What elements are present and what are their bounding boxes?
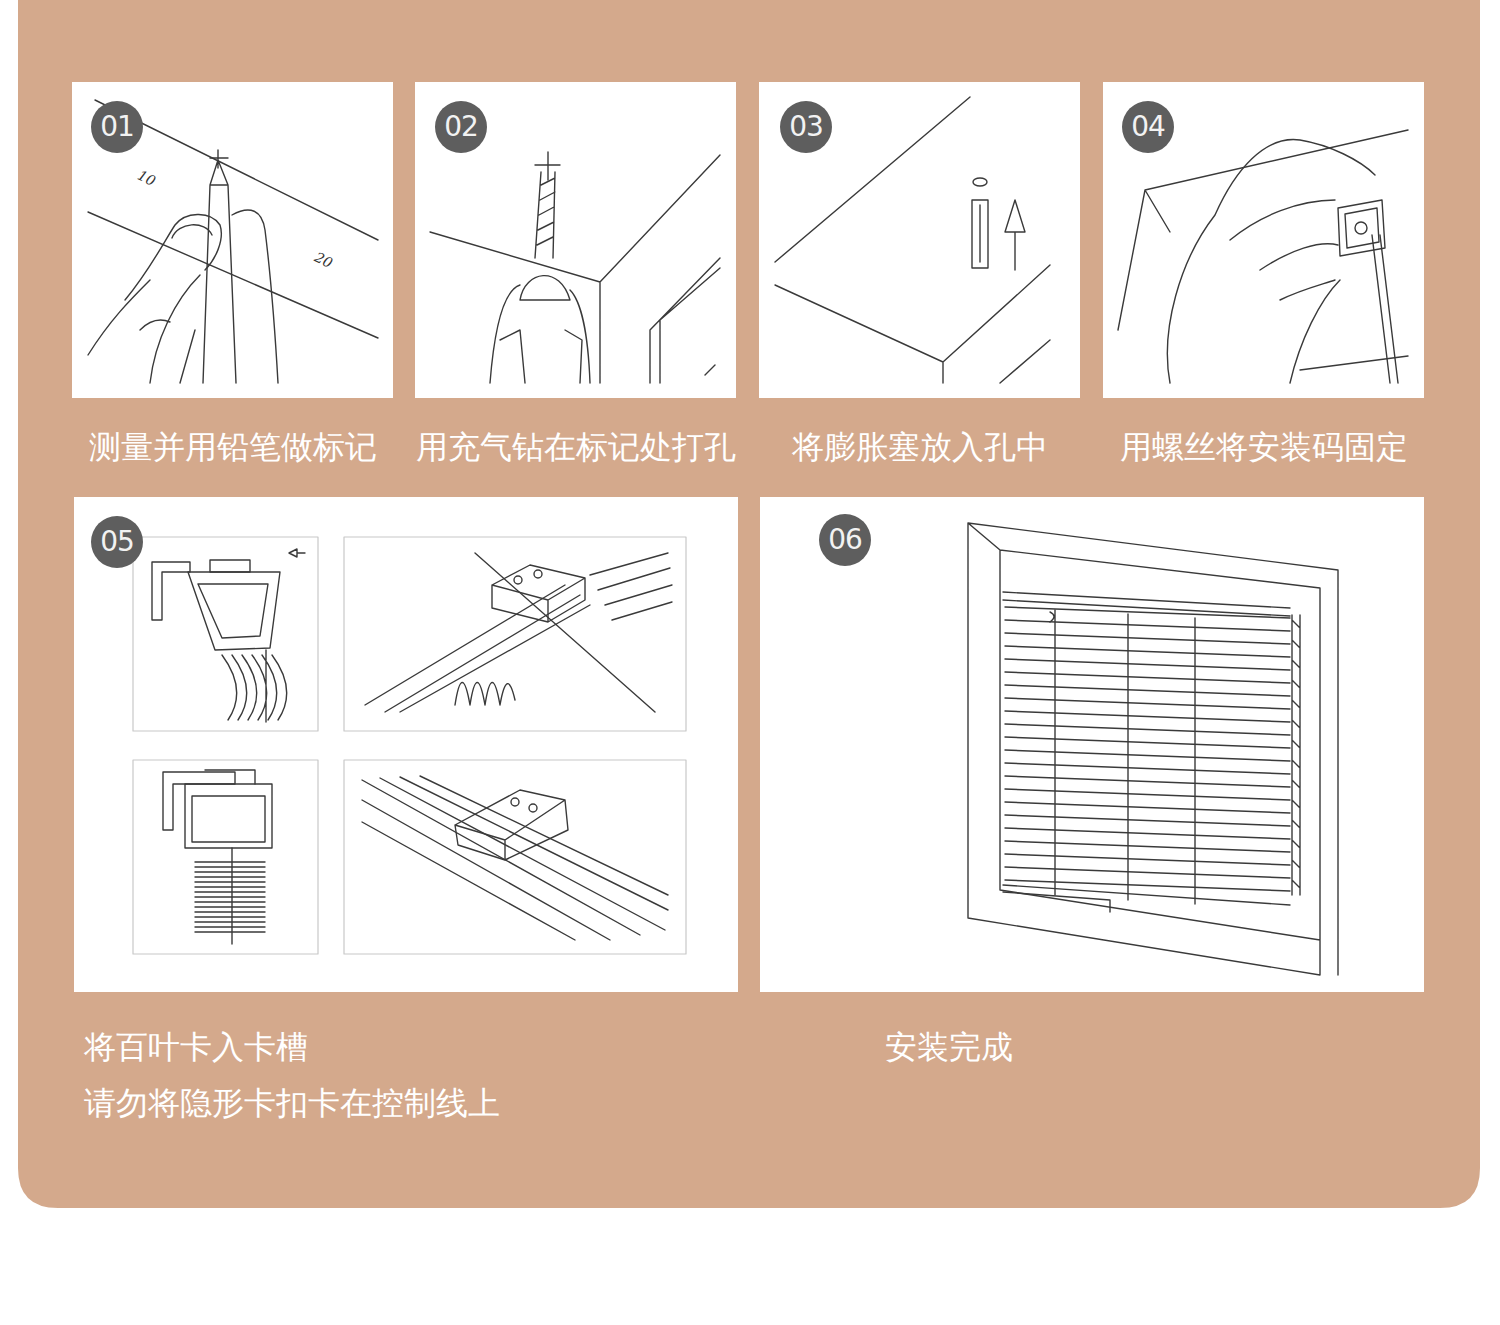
step-badge: 04 [1122,101,1174,153]
hook-profile [163,770,255,830]
bottom-rail [1003,885,1290,912]
drill-body [490,276,590,383]
window-frame [968,523,1338,975]
blind-slats [1005,607,1290,891]
hand-drawing [1167,140,1375,383]
pencil [203,150,236,383]
step-caption: 安装完成 [885,1019,1405,1075]
clip-hole [511,798,519,806]
ruler-mark-holder: 10 [135,165,159,190]
tan-ground [18,0,1480,1208]
step-caption: 测量并用铅笔做标记 [32,419,433,475]
clip-bracket [492,565,585,622]
plug-top [973,178,987,186]
expansion-plug [972,200,988,268]
ruler-mark: 20 [312,249,335,271]
frame-lines [1118,130,1408,370]
clip-hole [534,570,542,578]
clip-hole [514,576,522,584]
mounting-bracket [1338,200,1385,256]
clip-bracket [455,790,568,860]
clip-hole [529,804,537,812]
wall-lines [775,97,1050,383]
step-caption: 将百叶卡入卡槽 [84,1019,724,1075]
step-panel: 测量并用铅笔做标记01 [72,82,393,398]
direction-arrow [289,549,305,557]
hand-drawing [88,210,278,383]
step-badge: 05 [91,516,143,568]
step-panel: 将百叶卡入卡槽请勿将隐形卡扣卡在控制线上05 [74,497,738,992]
step-panel: 安装完成06 [760,497,1424,992]
wall-window [430,155,720,383]
step-panel: 将膨胀塞放入孔中03 [759,82,1080,398]
step-number: 01 [100,113,134,141]
headrail-profile [188,572,280,650]
sub-panel-frames [133,537,686,954]
coil-spring [455,683,515,706]
step-caption: 将膨胀塞放入孔中 [719,419,1120,475]
step-number: 02 [444,113,478,141]
ruler-mark: 10 [135,167,158,189]
bracket-hole [1355,222,1367,234]
rail-perspective [362,776,668,940]
step-number: 03 [789,113,823,141]
step-caption: 用螺丝将安装码固定 [1063,419,1464,475]
pull-cord [1292,615,1300,895]
step-panel: 用螺丝将安装码固定04 [1103,82,1424,398]
step-badge: 02 [435,101,487,153]
rail-perspective [365,553,672,712]
step-badge: 06 [819,514,871,566]
step-caption: 请勿将隐形卡扣卡在控制线上 [84,1075,724,1131]
step-panel: 用充气钻在标记处打孔02 [415,82,736,398]
drill-bit [535,172,555,258]
ladder-strings [1050,610,1195,904]
headrail [1003,592,1290,616]
step-badge: 01 [91,101,143,153]
step-number: 04 [1131,113,1165,141]
step-caption: 用充气钻在标记处打孔 [375,419,776,475]
screwdriver [1372,235,1398,383]
step-number: 05 [100,528,134,556]
step-badge: 03 [780,101,832,153]
slat-stack [195,848,265,944]
up-arrow [1005,200,1025,270]
drill-mark [535,152,560,180]
ruler-edges [88,100,378,338]
hook-profile [152,560,250,620]
slat-curves [222,650,287,722]
step-number: 06 [828,526,862,554]
ruler-mark-holder: 20 [312,247,336,272]
headrail-profile [185,784,272,848]
